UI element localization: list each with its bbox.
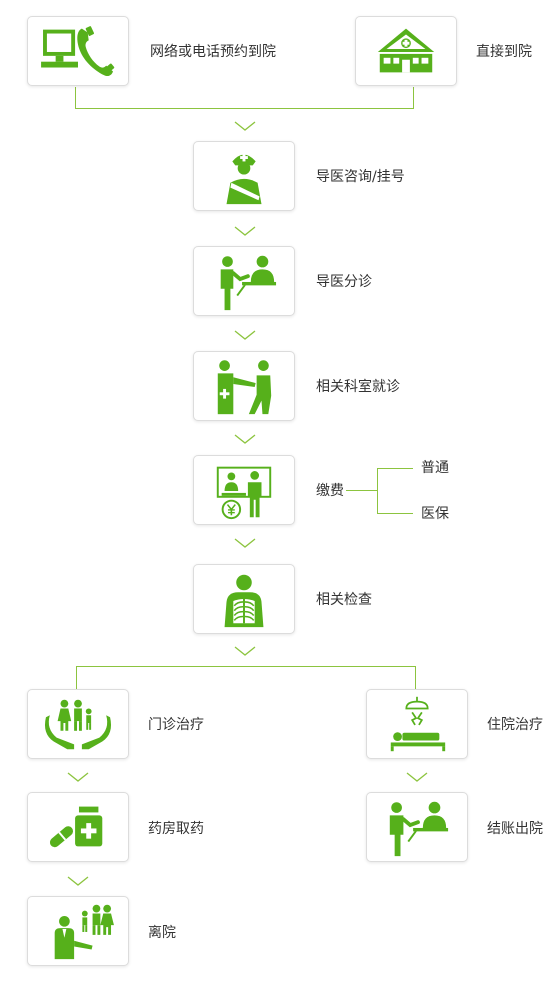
chevron-down-icon	[234, 646, 256, 656]
step-inpatient-label: 住院治疗	[487, 717, 543, 733]
step-inpatient	[366, 689, 468, 759]
step-triage	[193, 246, 295, 316]
payment-branch-stem	[346, 490, 377, 491]
connector-right-down	[413, 87, 414, 108]
chevron-down-icon	[234, 226, 256, 236]
nurse-icon	[226, 153, 262, 205]
step-examination	[193, 564, 295, 634]
chevron-down-icon	[234, 538, 256, 548]
payment-counter-icon	[216, 466, 272, 520]
chevron-down-icon	[234, 330, 256, 340]
family-care-icon	[44, 699, 112, 750]
chevron-down-icon	[67, 772, 89, 782]
chevron-down-icon	[234, 121, 256, 131]
step-payment	[193, 455, 295, 525]
triage-desk-icon	[220, 255, 277, 311]
payment-option-insurance: 医保	[421, 506, 449, 522]
step-online-booking-label: 网络或电话预约到院	[150, 44, 276, 60]
chevron-down-icon	[234, 434, 256, 444]
step-online-booking	[27, 16, 129, 86]
step-pharmacy	[27, 792, 129, 862]
xray-chest-icon	[224, 574, 264, 628]
medicine-icon	[49, 806, 103, 848]
payment-branch-bottom	[377, 513, 413, 514]
hospital-building-icon	[377, 28, 435, 73]
step-triage-label: 导医分诊	[316, 274, 372, 290]
payment-branch-top	[377, 468, 413, 469]
step-department-visit-label: 相关科室就诊	[316, 379, 400, 395]
step-guide-consult	[193, 141, 295, 211]
leave-hospital-icon	[54, 904, 114, 960]
step-payment-label: 缴费	[316, 483, 344, 499]
doctor-visit-icon	[217, 360, 272, 415]
payment-option-normal: 普通	[421, 460, 449, 476]
step-department-visit	[193, 351, 295, 421]
computer-phone-icon	[41, 26, 115, 77]
hospital-bed-icon	[390, 696, 446, 752]
step-outpatient	[27, 689, 129, 759]
step-direct-arrival-label: 直接到院	[476, 44, 532, 60]
step-checkout-label: 结账出院	[487, 821, 543, 837]
chevron-down-icon	[67, 876, 89, 886]
connector-split-left	[76, 666, 77, 689]
payment-branch-vertical	[377, 468, 378, 513]
step-leave	[27, 896, 129, 966]
step-leave-label: 离院	[148, 925, 176, 941]
connector-split	[76, 666, 415, 667]
checkout-desk-icon	[389, 801, 449, 857]
step-outpatient-label: 门诊治疗	[148, 717, 204, 733]
step-examination-label: 相关检查	[316, 592, 372, 608]
step-checkout	[366, 792, 468, 862]
connector-split-right	[415, 666, 416, 689]
connector-left-down	[75, 87, 76, 108]
step-guide-consult-label: 导医咨询/挂号	[316, 169, 405, 185]
chevron-down-icon	[406, 772, 428, 782]
connector-top-merge	[75, 108, 414, 109]
step-pharmacy-label: 药房取药	[148, 821, 204, 837]
step-direct-arrival	[355, 16, 457, 86]
